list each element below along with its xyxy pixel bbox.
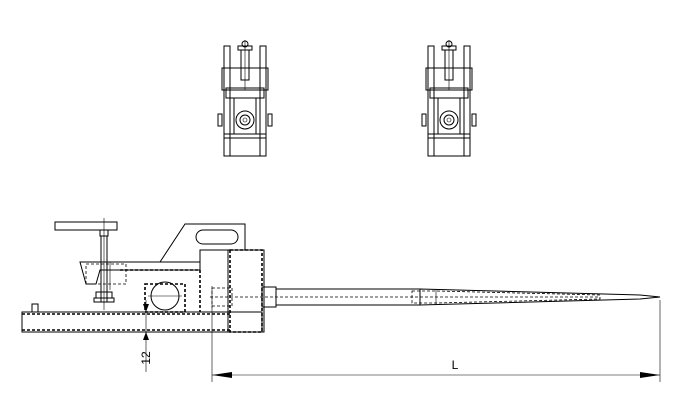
side-view xyxy=(21,218,661,333)
dimension-height-label: 12 xyxy=(139,351,153,365)
front-view-right xyxy=(421,40,477,157)
front-view-left xyxy=(217,40,273,157)
dimension-height: 12 xyxy=(139,300,153,372)
dimension-length-label: L xyxy=(452,358,459,372)
dimension-length: L xyxy=(211,300,661,382)
